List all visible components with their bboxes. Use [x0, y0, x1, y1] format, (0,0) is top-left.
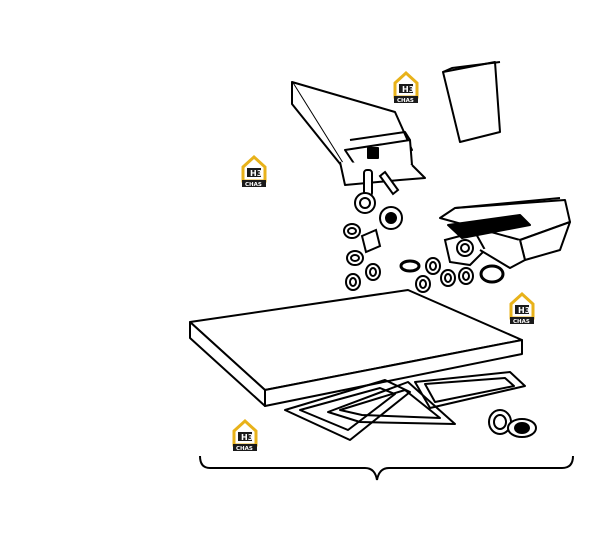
board-panel — [189, 289, 523, 407]
svg-text:CHAS: CHAS — [513, 319, 530, 325]
watermark-logo: H3 CHAS — [508, 292, 536, 326]
gaskets — [284, 371, 526, 441]
flange — [443, 230, 487, 267]
watermark-logo: H3 CHAS — [231, 419, 259, 453]
gears — [354, 192, 403, 230]
svg-text:H3: H3 — [518, 306, 530, 315]
svg-text:CHAS: CHAS — [236, 446, 253, 452]
pins — [363, 169, 400, 197]
closed-box — [442, 61, 501, 143]
right-carton — [439, 197, 571, 269]
washers — [343, 223, 505, 293]
watermark-logo: H3 CHAS — [240, 155, 268, 189]
svg-text:H3: H3 — [250, 169, 262, 178]
svg-text:CHAS: CHAS — [397, 98, 414, 104]
bearings — [488, 409, 537, 438]
svg-text:H3: H3 — [241, 433, 253, 442]
grouping-brace — [199, 455, 574, 481]
svg-text:CHAS: CHAS — [245, 182, 262, 188]
watermark-logo: H3 CHAS — [392, 71, 420, 105]
upper-carton — [291, 81, 426, 186]
svg-text:H3: H3 — [402, 85, 414, 94]
